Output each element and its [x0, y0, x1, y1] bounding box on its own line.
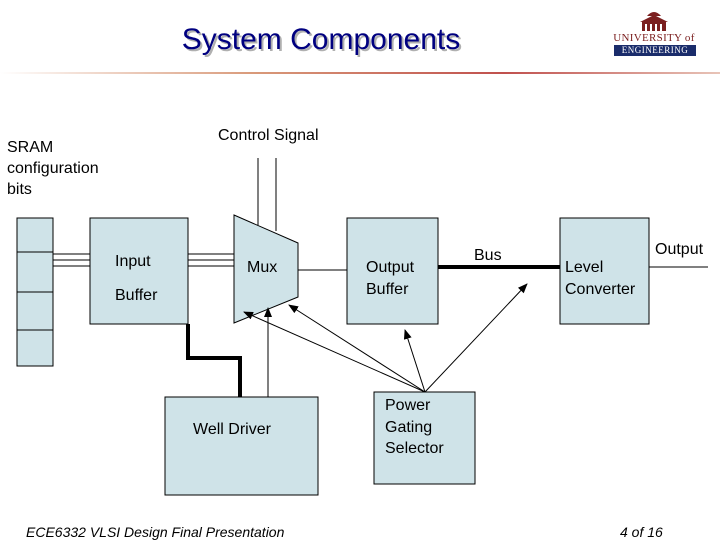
- sram-label: SRAM configuration bits: [7, 139, 99, 198]
- output-buffer-label-line2: Buffer: [366, 281, 409, 298]
- input-to-mux-lines: [188, 253, 234, 267]
- output-label: Output: [655, 241, 704, 258]
- power-gating-label-line3: Selector: [385, 440, 444, 457]
- university-logo: UNIVERSITY of VIRGINIA ENGINEERING: [592, 10, 716, 58]
- well-driver-block: [164, 396, 319, 496]
- input-buffer-label-line2: Buffer: [115, 287, 158, 304]
- mux-label: Mux: [247, 259, 278, 276]
- sram-bits: [16, 217, 54, 367]
- power-gating-label-line1: Power: [385, 397, 431, 414]
- level-converter-label-line2: Converter: [565, 281, 636, 298]
- logo-school-text: ENGINEERING: [614, 45, 696, 56]
- output-buffer-label-line1: Output: [366, 259, 415, 276]
- output-buffer-block: [346, 217, 439, 325]
- mux-block: [233, 214, 299, 324]
- level-converter-block: [559, 217, 650, 325]
- level-converter-label-line1: Level: [565, 259, 604, 276]
- well-driver-connection: [186, 324, 242, 397]
- control-signal-lines: [257, 158, 277, 231]
- well-driver-label: Well Driver: [193, 421, 271, 438]
- footer-page-number: 4 of 16: [620, 524, 663, 540]
- input-buffer-block: [89, 217, 189, 325]
- title-rule: [0, 72, 720, 74]
- bus-label: Bus: [474, 247, 502, 264]
- power-gating-label-line2: Gating: [385, 419, 433, 436]
- footer-course: ECE6332 VLSI Design Final Presentation: [26, 524, 285, 540]
- sram-bus-lines: [53, 253, 90, 267]
- control-signal-label: Control Signal: [218, 127, 319, 144]
- slide-title: System Components: [181, 23, 461, 56]
- input-buffer-label-line1: Input: [115, 253, 151, 270]
- power-gating-arrows: [243, 283, 528, 393]
- rotunda-icon: [640, 12, 668, 31]
